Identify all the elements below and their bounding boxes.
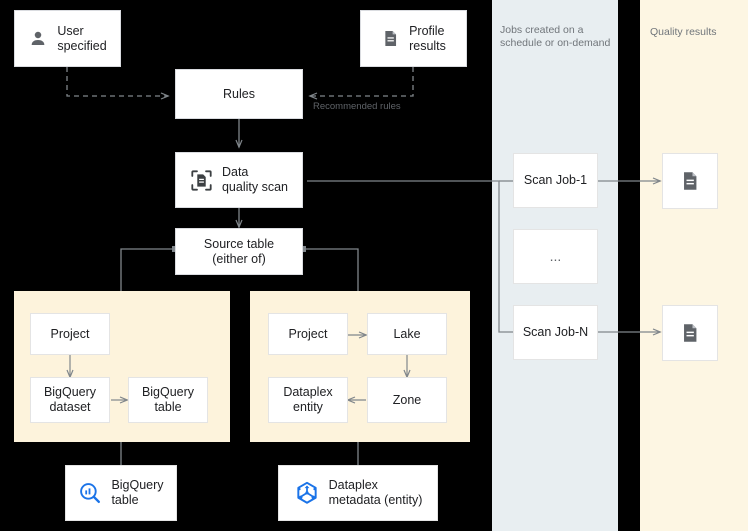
document-icon	[381, 29, 400, 48]
panel-quality-results	[640, 0, 748, 531]
node-dp-project[interactable]: Project	[268, 313, 348, 355]
node-dp-zone[interactable]: Zone	[367, 377, 447, 423]
node-bq-dataset-label: BigQuery dataset	[43, 385, 97, 414]
bigquery-icon	[78, 481, 102, 505]
node-bigquery-table-product[interactable]: BigQuery table	[65, 465, 177, 521]
document-icon	[679, 322, 701, 344]
node-dp-project-label: Project	[288, 326, 328, 341]
edge-label-recommended-rules: Recommended rules	[313, 101, 401, 112]
user-icon	[28, 29, 48, 49]
node-bq-table[interactable]: BigQuery table	[128, 377, 208, 423]
edge-source-table-to-bigquery-panel	[120, 246, 178, 291]
edge-profile-to-rules	[310, 67, 414, 96]
node-dp-lake[interactable]: Lake	[367, 313, 447, 355]
node-source-table-label: Source table (either of)	[203, 236, 275, 266]
edge-user-to-rules	[66, 67, 168, 96]
node-scan-job-ellipsis: ...	[513, 229, 598, 284]
panel-jobs-label: Jobs created on a schedule or on-demand	[500, 24, 611, 49]
node-rules-label: Rules	[223, 86, 255, 101]
node-profile-results[interactable]: Profile results	[360, 10, 467, 67]
node-scan-job-ellipsis-label: ...	[549, 248, 562, 264]
node-scan-job-1-label: Scan Job-1	[523, 173, 588, 187]
node-bq-table-label: BigQuery table	[141, 385, 195, 414]
node-user-specified-label: User specified	[57, 23, 107, 53]
node-scan-job-n[interactable]: Scan Job-N	[513, 305, 598, 360]
node-user-specified[interactable]: User specified	[14, 10, 121, 67]
node-bq-project-label: Project	[50, 326, 90, 341]
panel-quality-results-label: Quality results	[650, 26, 717, 38]
node-scan-job-n-label: Scan Job-N	[522, 325, 589, 339]
node-quality-result-1[interactable]	[662, 153, 718, 209]
document-icon	[679, 170, 701, 192]
node-data-quality-scan-label: Data quality scan	[221, 165, 288, 194]
node-dp-entity[interactable]: Dataplex entity	[268, 377, 348, 423]
node-bq-dataset[interactable]: BigQuery dataset	[30, 377, 110, 423]
scan-icon	[190, 169, 213, 192]
node-bq-project[interactable]: Project	[30, 313, 110, 355]
node-dp-entity-label: Dataplex entity	[283, 385, 333, 414]
dataplex-icon	[294, 480, 320, 506]
node-bigquery-table-product-label: BigQuery table	[111, 478, 164, 507]
node-dp-lake-label: Lake	[393, 326, 421, 341]
edge-scan-to-jobs-trunk	[307, 180, 513, 333]
node-scan-job-1[interactable]: Scan Job-1	[513, 153, 598, 208]
node-rules[interactable]: Rules	[175, 69, 303, 119]
node-data-quality-scan[interactable]: Data quality scan	[175, 152, 303, 208]
node-dataplex-metadata-product[interactable]: Dataplex metadata (entity)	[278, 465, 438, 521]
node-source-table[interactable]: Source table (either of)	[175, 228, 303, 275]
node-quality-result-n[interactable]	[662, 305, 718, 361]
node-dp-zone-label: Zone	[392, 392, 422, 407]
node-profile-results-label: Profile results	[409, 23, 446, 53]
node-dataplex-metadata-product-label: Dataplex metadata (entity)	[328, 478, 423, 507]
edge-source-table-to-dataplex-panel	[300, 246, 359, 291]
